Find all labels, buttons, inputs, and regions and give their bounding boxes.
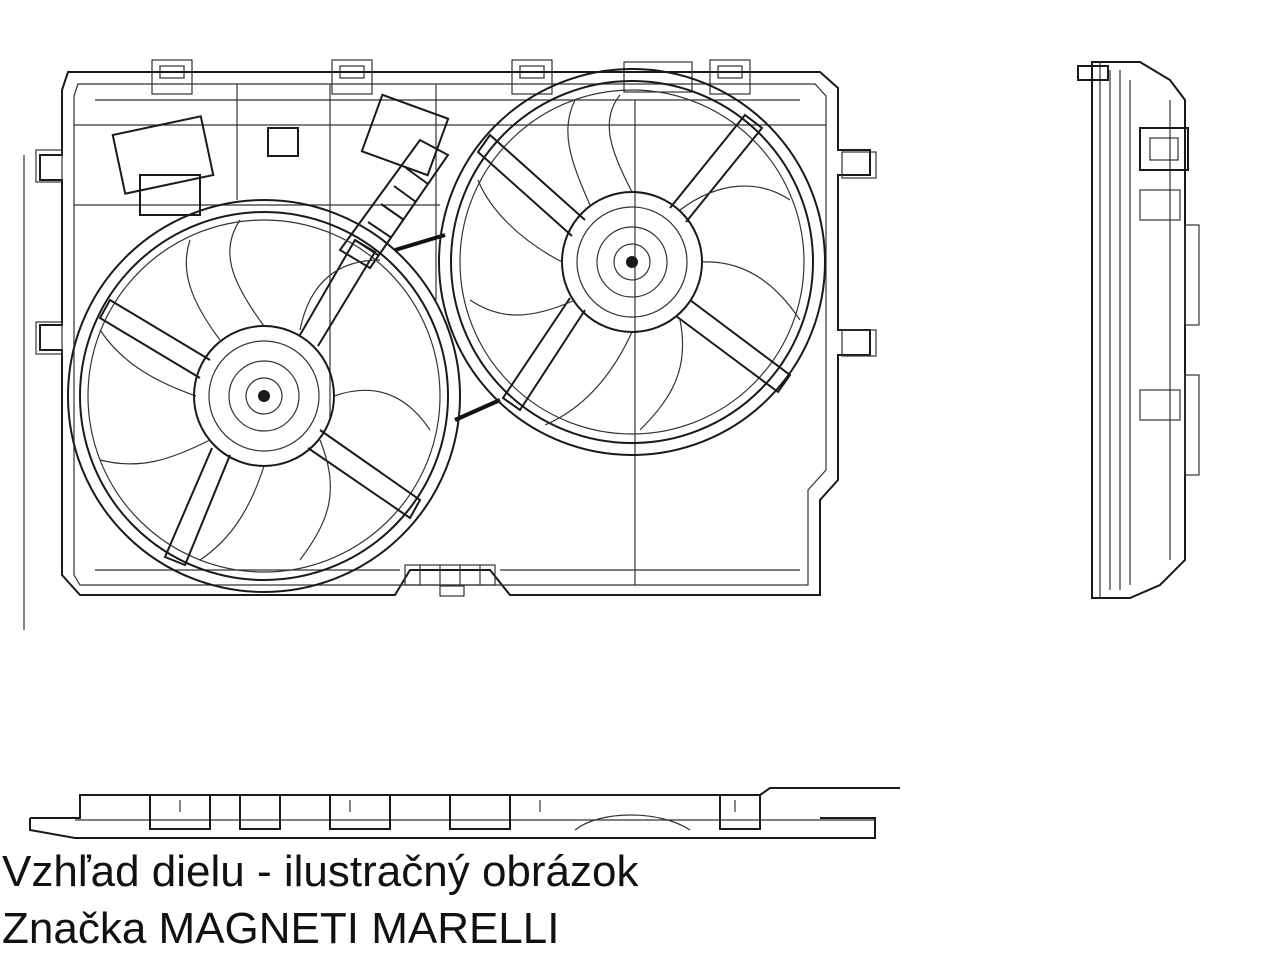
caption-illustration-note: Vzhľad dielu - ilustračný obrázok: [2, 847, 639, 896]
left-fan: [67, 199, 461, 593]
side-view: [1077, 61, 1200, 599]
right-fan: [438, 68, 826, 456]
fan-assembly-drawing: [23, 59, 1200, 839]
caption-brand: Značka MAGNETI MARELLI: [2, 904, 560, 953]
bottom-view: [29, 787, 900, 839]
